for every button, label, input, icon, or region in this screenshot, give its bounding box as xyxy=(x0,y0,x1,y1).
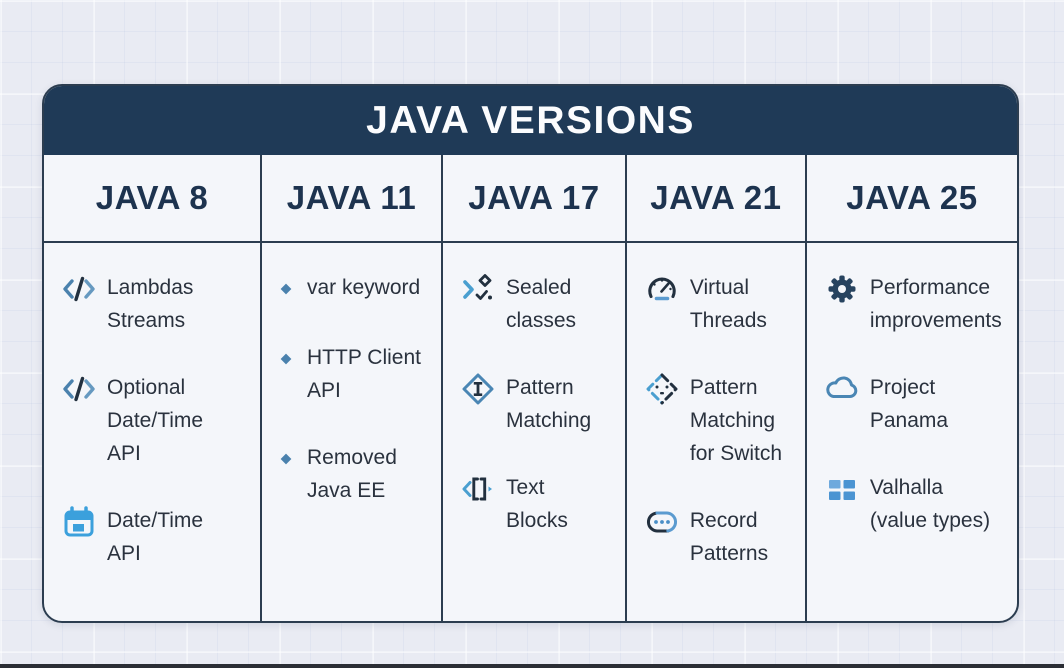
gear-icon xyxy=(824,271,864,307)
code-icon xyxy=(61,271,101,307)
version-header: JAVA 21 xyxy=(626,155,805,243)
feature-label: Valhalla(value types) xyxy=(869,476,991,532)
grid-icon xyxy=(824,471,864,507)
page-title: JAVA VERSIONS xyxy=(44,86,1017,155)
code-icon xyxy=(61,371,101,407)
version-header: JAVA 8 xyxy=(44,155,260,243)
switch-pattern-icon xyxy=(644,371,684,407)
version-header: JAVA 25 xyxy=(806,155,1017,243)
version-header: JAVA 11 xyxy=(262,155,441,243)
sealed-classes-icon xyxy=(460,271,500,307)
calendar-icon xyxy=(61,504,101,540)
feature-label: var keyword xyxy=(307,276,421,299)
feature-item: Valhalla(value types) xyxy=(824,471,1009,537)
version-header: JAVA 17 xyxy=(442,155,625,243)
diamond-bullet-icon xyxy=(279,271,301,307)
record-patterns-icon xyxy=(644,504,684,540)
text-blocks-icon xyxy=(460,471,500,507)
gauge-icon xyxy=(644,271,684,307)
bottom-edge-bar xyxy=(0,664,1064,668)
diamond-bullet-icon xyxy=(279,441,301,477)
cloud-icon xyxy=(824,371,864,407)
feature-item: var keyword xyxy=(279,271,433,307)
pattern-matching-icon xyxy=(460,371,500,407)
diamond-bullet-icon xyxy=(279,341,301,377)
